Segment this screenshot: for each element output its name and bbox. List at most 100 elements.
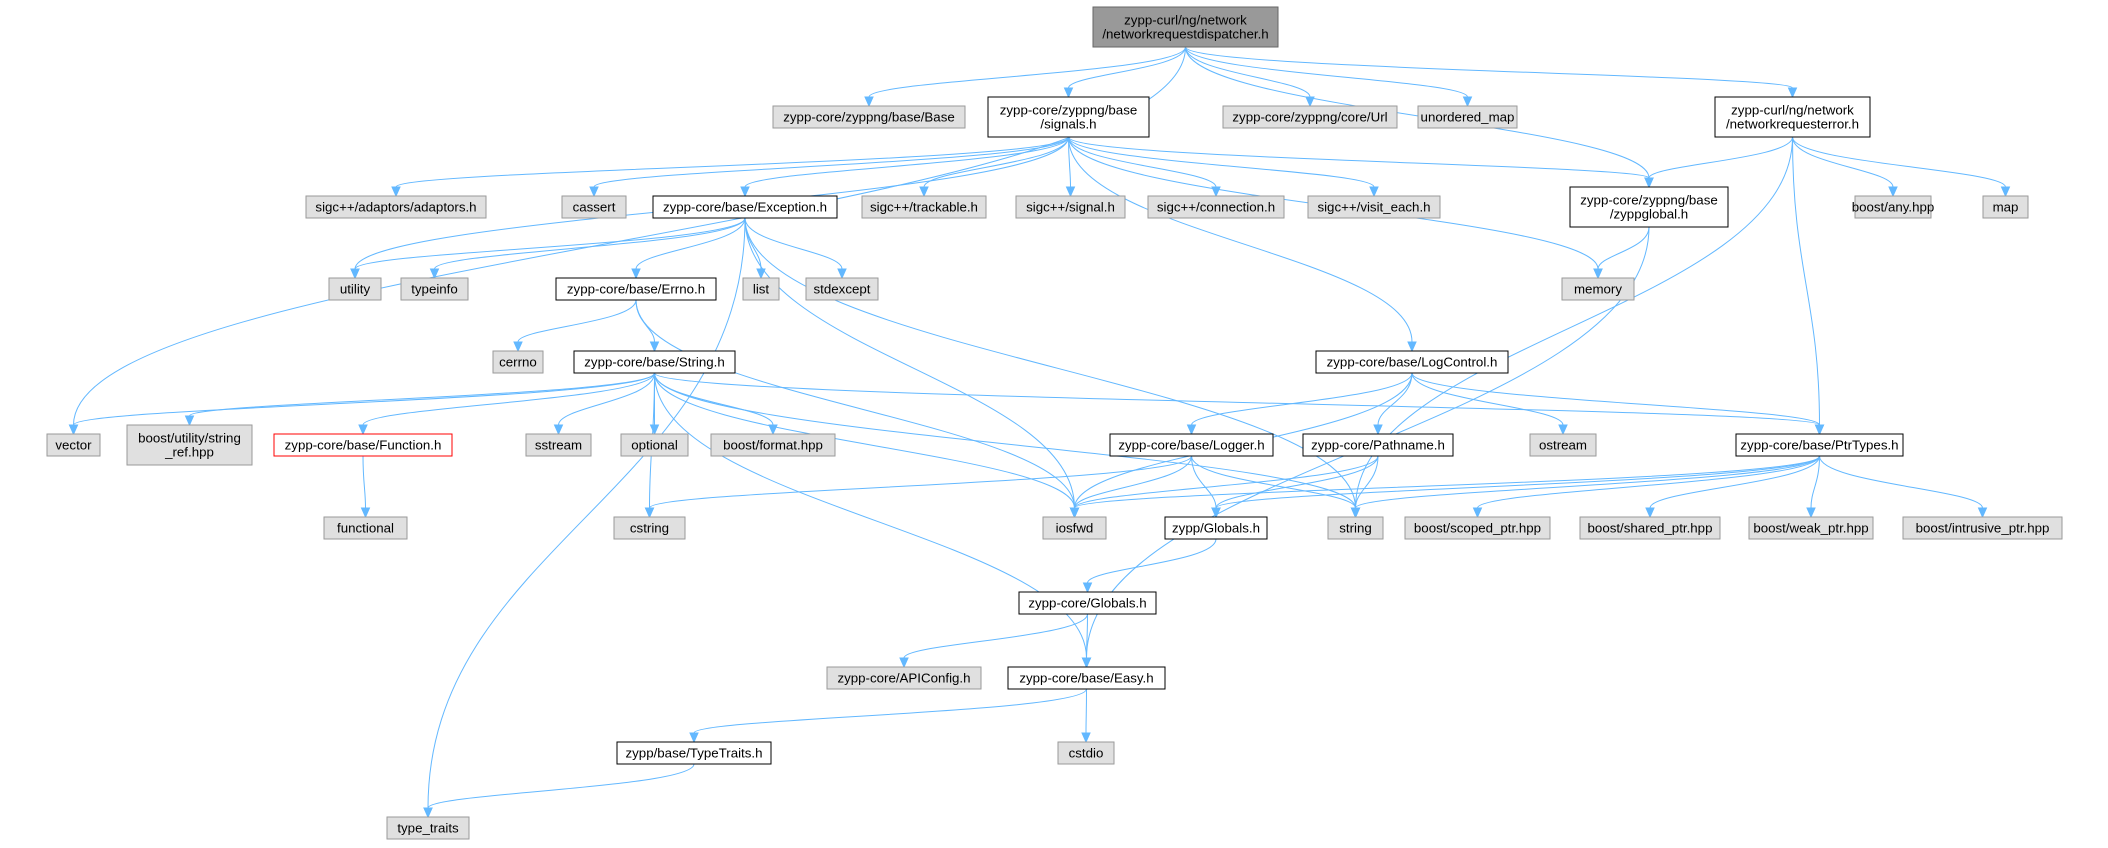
node-label: ostream — [1539, 438, 1587, 453]
node-label: boost/weak_ptr.hpp — [1753, 521, 1868, 536]
edge-arrowhead — [689, 732, 699, 744]
node-label: /signals.h — [1040, 117, 1096, 132]
edge-exception-to-utility — [350, 217, 746, 280]
node-cstring: cstring — [613, 516, 686, 540]
node-box — [273, 433, 453, 457]
edge-line — [1086, 613, 1088, 659]
edge-line — [395, 136, 1069, 188]
node-label: /networkrequestdispatcher.h — [1102, 27, 1268, 42]
edge-line — [1185, 46, 1650, 179]
node-label: string — [1339, 521, 1372, 536]
edge-arrowhead — [631, 268, 641, 280]
node-unordered-map: unordered_map — [1417, 105, 1518, 129]
edge-arrowhead — [1977, 507, 1988, 519]
node-neterr[interactable]: zypp-curl/ng/network/networkrequesterror… — [1714, 96, 1871, 138]
node-label: zypp-curl/ng/network — [1731, 103, 1854, 118]
node-core-globals[interactable]: zypp-core/Globals.h — [1018, 591, 1157, 615]
edge-arrowhead — [644, 507, 655, 519]
edge-arrowhead — [1472, 507, 1483, 519]
edge-string_h-to-ptrtypes — [654, 372, 1825, 436]
node-typetraits[interactable]: zypp/base/TypeTraits.h — [616, 741, 772, 765]
node-box — [710, 433, 836, 457]
edge-line — [635, 217, 746, 270]
node-box — [1735, 433, 1904, 457]
node-logger[interactable]: zypp-core/base/Logger.h — [1109, 433, 1274, 457]
edge-line — [744, 136, 1069, 188]
node-label: zypp-core/base/Easy.h — [1019, 671, 1153, 686]
edge-ptrtypes-to-scoped_ptr — [1472, 455, 1820, 519]
node-label: zypp-core/zyppng/core/Url — [1232, 110, 1387, 125]
node-label: map — [1993, 200, 2019, 215]
node-label: cstring — [630, 521, 669, 536]
node-string-h[interactable]: zypp-core/base/String.h — [573, 350, 736, 374]
edge-logcontrol-to-pathname — [1373, 372, 1413, 436]
node-ptrtypes[interactable]: zypp-core/base/PtrTypes.h — [1735, 433, 1904, 457]
edge-arrowhead — [756, 268, 766, 280]
node-box — [1327, 516, 1384, 540]
node-label: /zyppglobal.h — [1610, 207, 1688, 222]
node-box — [1307, 195, 1441, 219]
node-box — [1569, 186, 1729, 228]
edge-logger-to-iosfwd — [1069, 455, 1192, 519]
edge-line — [1068, 136, 1375, 188]
node-box — [1854, 195, 1932, 219]
edge-arrowhead — [1305, 96, 1315, 108]
node-box — [805, 277, 879, 301]
node-function[interactable]: zypp-core/base/Function.h — [273, 433, 453, 457]
edge-neterr-to-map — [1792, 136, 2011, 198]
node-root[interactable]: zypp-curl/ng/network/networkrequestdispa… — [1092, 6, 1279, 48]
node-box — [1302, 433, 1454, 457]
edge-arrowhead — [68, 424, 79, 436]
edge-line — [427, 763, 695, 809]
node-logcontrol[interactable]: zypp-core/base/LogControl.h — [1315, 350, 1509, 374]
node-box — [323, 516, 408, 540]
node-label: boost/intrusive_ptr.hpp — [1916, 521, 2050, 536]
edge-neterr-to-ptrtypes — [1792, 136, 1825, 436]
node-label: cassert — [573, 200, 616, 215]
node-label: cerrno — [499, 355, 537, 370]
edge-neterr-to-zyppglobal — [1644, 136, 1793, 189]
edge-arrowhead — [649, 424, 660, 436]
node-easy[interactable]: zypp-core/base/Easy.h — [1007, 666, 1166, 690]
node-label: iosfwd — [1056, 521, 1094, 536]
node-box — [1902, 516, 2063, 540]
edge-line — [362, 372, 655, 426]
edge-arrowhead — [1082, 582, 1093, 594]
edge-line — [73, 372, 655, 426]
edge-arrowhead — [1081, 732, 1091, 744]
edge-line — [1792, 136, 1894, 188]
node-zypp-globals[interactable]: zypp/Globals.h — [1164, 516, 1268, 540]
edge-line — [868, 46, 1186, 98]
node-box — [561, 195, 627, 219]
node-box — [1222, 105, 1398, 129]
node-zyppglobal[interactable]: zypp-core/zyppng/base/zyppglobal.h — [1569, 186, 1729, 228]
edge-arrowhead — [391, 186, 401, 198]
node-iosfwd: iosfwd — [1042, 516, 1107, 540]
node-label: zypp-core/base/PtrTypes.h — [1740, 438, 1898, 453]
edge-line — [1215, 455, 1379, 509]
node-list: list — [742, 277, 780, 301]
edge-line — [654, 372, 1075, 509]
node-pathname[interactable]: zypp-core/Pathname.h — [1302, 433, 1454, 457]
node-errno[interactable]: zypp-core/base/Errno.h — [555, 277, 717, 301]
edge-line — [558, 372, 655, 426]
node-label: list — [753, 282, 770, 297]
edge-line — [1074, 455, 1379, 509]
edge-signals-to-exception — [740, 136, 1069, 198]
edge-easy-to-cstdio — [1081, 688, 1091, 744]
node-box — [400, 277, 469, 301]
edge-root-to-base — [864, 46, 1186, 108]
node-box — [1561, 277, 1635, 301]
node-box — [652, 195, 838, 219]
node-label: sigc++/visit_each.h — [1317, 200, 1430, 215]
edge-arrowhead — [899, 657, 909, 669]
node-box — [1092, 6, 1279, 48]
node-label: type_traits — [397, 821, 459, 836]
edge-arrowhead — [649, 341, 660, 353]
edge-line — [1792, 136, 1820, 426]
node-signals[interactable]: zypp-core/zyppng/base/signals.h — [987, 96, 1150, 138]
node-exception[interactable]: zypp-core/base/Exception.h — [652, 195, 838, 219]
edge-arrowhead — [864, 96, 874, 108]
edge-signals-to-zyppglobal — [1068, 136, 1654, 189]
node-label: boost/utility/string — [138, 431, 241, 446]
